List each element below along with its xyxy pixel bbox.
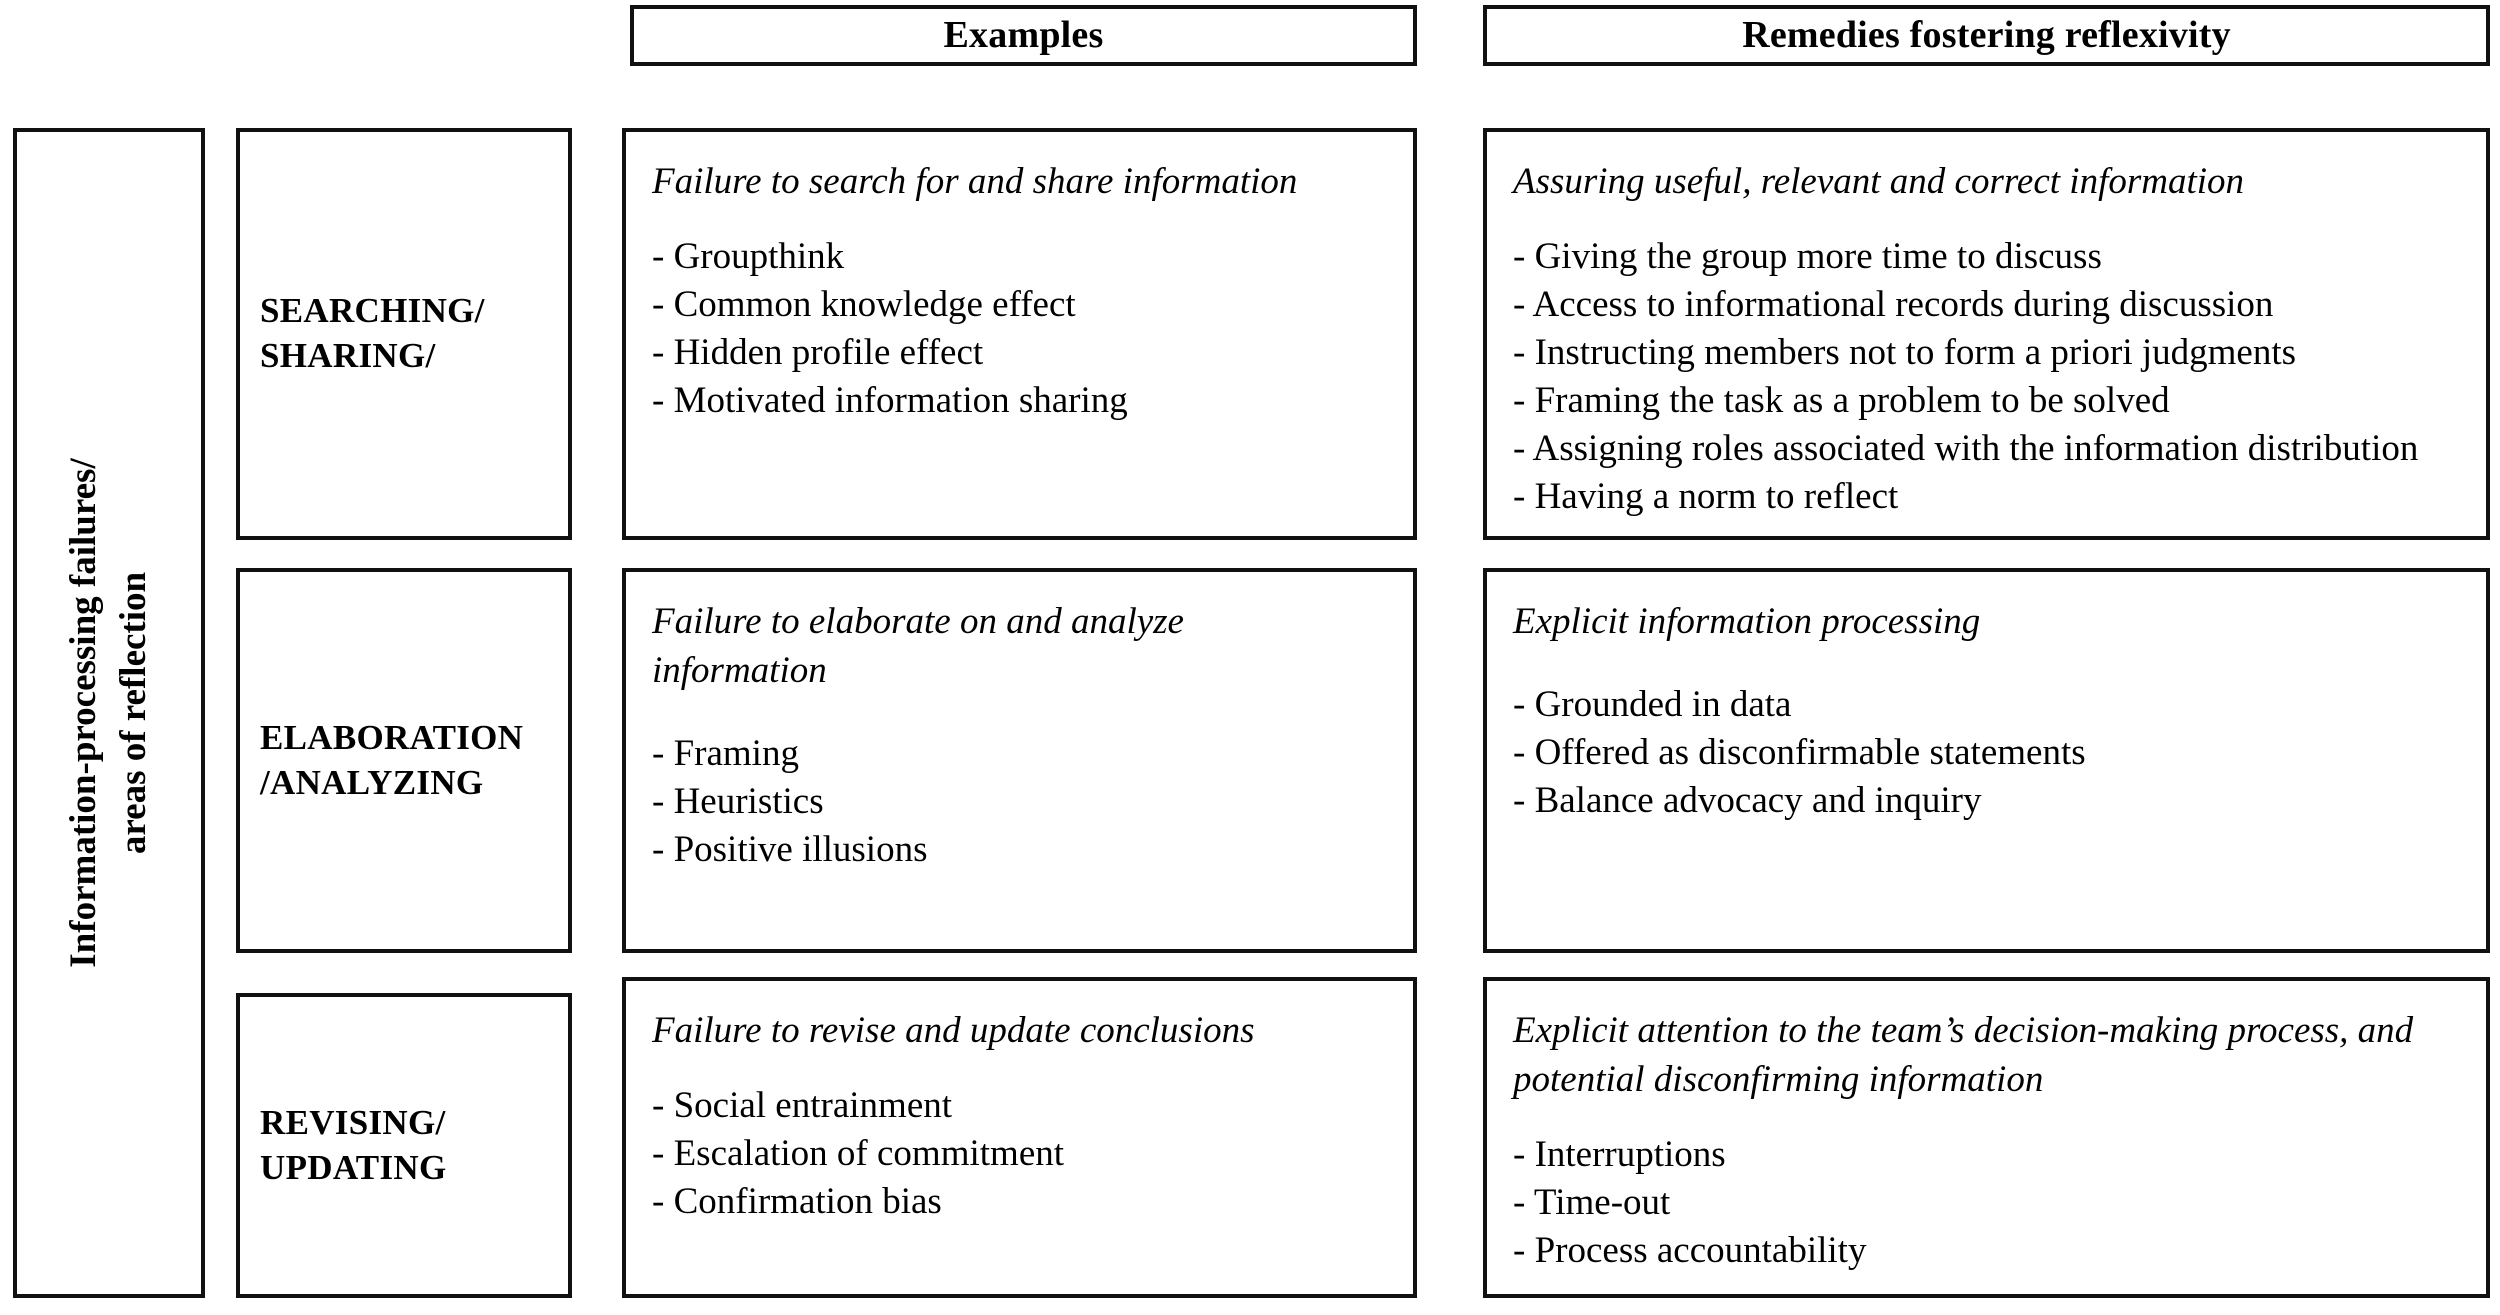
list-item: Grounded in data [1513, 681, 2462, 729]
cell-item-list: Interruptions Time-out Process accountab… [1513, 1131, 2462, 1275]
list-item: Groupthink [652, 233, 1389, 281]
cell-remedies-searching-sharing: Assuring useful, relevant and correct in… [1483, 128, 2490, 540]
cell-heading: Failure to search for and share informat… [652, 161, 1298, 202]
stage-box-elaboration-analyzing: ELABORATION /ANALYZING [236, 568, 572, 953]
spine-label-line1: Information-processing failures/ [63, 458, 105, 968]
cell-item-list: Social entrainment Escalation of commitm… [652, 1082, 1389, 1226]
list-item: Social entrainment [652, 1082, 1389, 1130]
stage-label-line1: SEARCHING/ [260, 291, 485, 331]
cell-remedies-elaboration-analyzing: Explicit information processing Grounded… [1483, 568, 2490, 953]
cell-item-list: Groupthink Common knowledge effect Hidde… [652, 233, 1389, 425]
stage-label-line2: /ANALYZING [260, 762, 484, 802]
list-item: Time-out [1513, 1179, 2462, 1227]
stage-label-line1: REVISING/ [260, 1102, 446, 1142]
list-item: Having a norm to reflect [1513, 473, 2462, 521]
stage-label-line2: SHARING/ [260, 336, 436, 375]
list-item: Escalation of commitment [652, 1130, 1389, 1178]
column-header-examples: Examples [630, 5, 1417, 66]
list-item: Interruptions [1513, 1131, 2462, 1179]
list-item: Framing [652, 730, 1389, 778]
cell-heading: Failure to elaborate on and analyze info… [652, 601, 1184, 691]
cell-heading: Failure to revise and update conclusions [652, 1010, 1255, 1051]
cell-item-list: Grounded in data Offered as disconfirmab… [1513, 681, 2462, 825]
list-item: Motivated information sharing [652, 377, 1389, 425]
list-item: Positive illusions [652, 826, 1389, 874]
cell-item-list: Giving the group more time to discuss Ac… [1513, 233, 2462, 522]
spine-label: Information-processing failures/ areas o… [59, 458, 159, 967]
list-item: Hidden profile effect [652, 329, 1389, 377]
list-item: Framing the task as a problem to be solv… [1513, 377, 2462, 425]
cell-examples-searching-sharing: Failure to search for and share informat… [622, 128, 1417, 540]
list-item: Access to informational records during d… [1513, 281, 2462, 329]
list-item: Assigning roles associated with the info… [1513, 425, 2462, 473]
column-header-remedies-label: Remedies fostering reflexivity [1742, 13, 2231, 56]
spine-information-processing-failures: Information-processing failures/ areas o… [13, 128, 205, 1298]
cell-heading: Explicit attention to the team’s decisio… [1513, 1010, 2414, 1100]
cell-item-list: Framing Heuristics Positive illusions [652, 730, 1389, 874]
stage-box-revising-updating: REVISING/ UPDATING [236, 993, 572, 1298]
stage-label-elaboration-analyzing: ELABORATION /ANALYZING [240, 716, 523, 806]
list-item: Heuristics [652, 778, 1389, 826]
list-item: Confirmation bias [652, 1178, 1389, 1226]
list-item: Instructing members not to form a priori… [1513, 329, 2462, 377]
cell-remedies-revising-updating: Explicit attention to the team’s decisio… [1483, 977, 2490, 1298]
cell-heading: Explicit information processing [1513, 601, 1981, 642]
list-item: Giving the group more time to discuss [1513, 233, 2462, 281]
column-header-examples-label: Examples [943, 13, 1104, 56]
list-item: Offered as disconfirmable statements [1513, 729, 2462, 777]
stage-label-searching-sharing: SEARCHING/ SHARING/ [240, 289, 485, 379]
stage-label-revising-updating: REVISING/ UPDATING [240, 1101, 446, 1191]
stage-label-line2: UPDATING [260, 1147, 447, 1187]
stage-box-searching-sharing: SEARCHING/ SHARING/ [236, 128, 572, 540]
list-item: Balance advocacy and inquiry [1513, 777, 2462, 825]
list-item: Common knowledge effect [652, 281, 1389, 329]
list-item: Process accountability [1513, 1227, 2462, 1275]
column-header-remedies: Remedies fostering reflexivity [1483, 5, 2490, 66]
cell-examples-elaboration-analyzing: Failure to elaborate on and analyze info… [622, 568, 1417, 953]
cell-examples-revising-updating: Failure to revise and update conclusions… [622, 977, 1417, 1298]
stage-label-line1: ELABORATION [260, 717, 524, 757]
spine-label-line2: areas of reflection [113, 571, 154, 855]
cell-heading: Assuring useful, relevant and correct in… [1513, 161, 2245, 202]
